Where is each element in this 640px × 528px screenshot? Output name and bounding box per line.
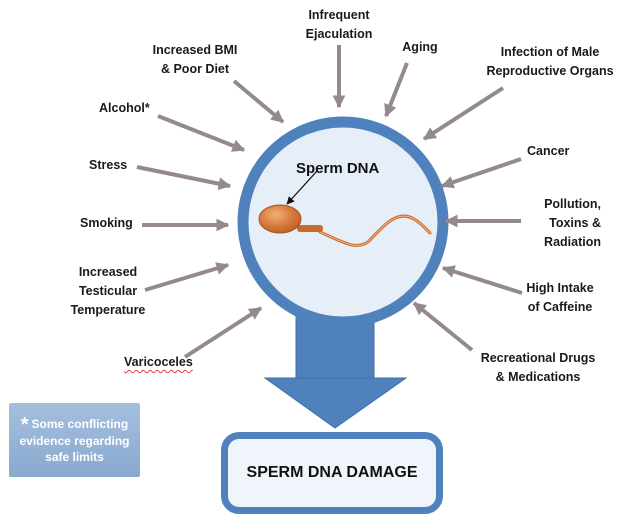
footnote-box: *Some conflicting evidence regarding saf…: [9, 403, 140, 477]
factor-drugs: Recreational Drugs & Medications: [480, 351, 596, 384]
arrow-drugs: [412, 301, 474, 352]
arrow-alcohol: [157, 114, 246, 152]
arrow-caffeine: [441, 265, 523, 295]
factor-alcohol: Alcohol*: [99, 101, 150, 115]
sperm-midpiece: [297, 225, 323, 232]
sperm-dna-damage-box: SPERM DNA DAMAGE: [221, 432, 443, 514]
arrow-varicoceles: [183, 306, 263, 359]
footnote: *Some conflicting evidence regarding saf…: [19, 413, 130, 465]
factor-stress: Stress: [89, 158, 128, 172]
factor-cancer: Cancer: [527, 144, 570, 158]
varicoceles-text: Varicoceles: [124, 355, 193, 369]
sperm-head: [258, 204, 302, 234]
sperm-dna-label: Sperm DNA: [296, 160, 380, 177]
factor-pollution: Pollution, Toxins & Radiation: [544, 197, 601, 249]
factor-arrows: [136, 45, 523, 359]
factor-caffeine: High Intake of Caffeine: [526, 281, 594, 314]
footnote-text: Some conflicting evidence regarding safe…: [19, 416, 130, 464]
sperm-dna-damage-label: SPERM DNA DAMAGE: [246, 464, 418, 481]
arrow-infection: [422, 86, 505, 141]
factor-aging: Aging: [402, 40, 438, 54]
sperm-dna-pointer: [286, 170, 318, 205]
factor-infection: Infection of Male Reproductive Organs: [486, 45, 614, 78]
factor-varicoceles: Varicoceles: [124, 353, 214, 372]
factor-infrequent-ejaculation: Infrequent Ejaculation: [305, 8, 373, 41]
arrow-bmi-diet: [232, 79, 285, 124]
factor-bmi-diet: Increased BMI & Poor Diet: [152, 43, 238, 76]
footnote-star: *: [20, 413, 29, 436]
factor-smoking: Smoking: [80, 216, 133, 230]
sperm-dna-circle: [237, 116, 449, 328]
arrow-cancer: [440, 157, 522, 189]
down-arrow: [263, 311, 408, 429]
factor-testicular-temperature: Increased Testicular Temperature: [70, 265, 146, 317]
arrow-testicular-temperature: [144, 262, 230, 292]
sperm-illustration: [258, 204, 432, 247]
arrow-stress: [136, 165, 232, 190]
arrow-aging: [384, 62, 409, 118]
